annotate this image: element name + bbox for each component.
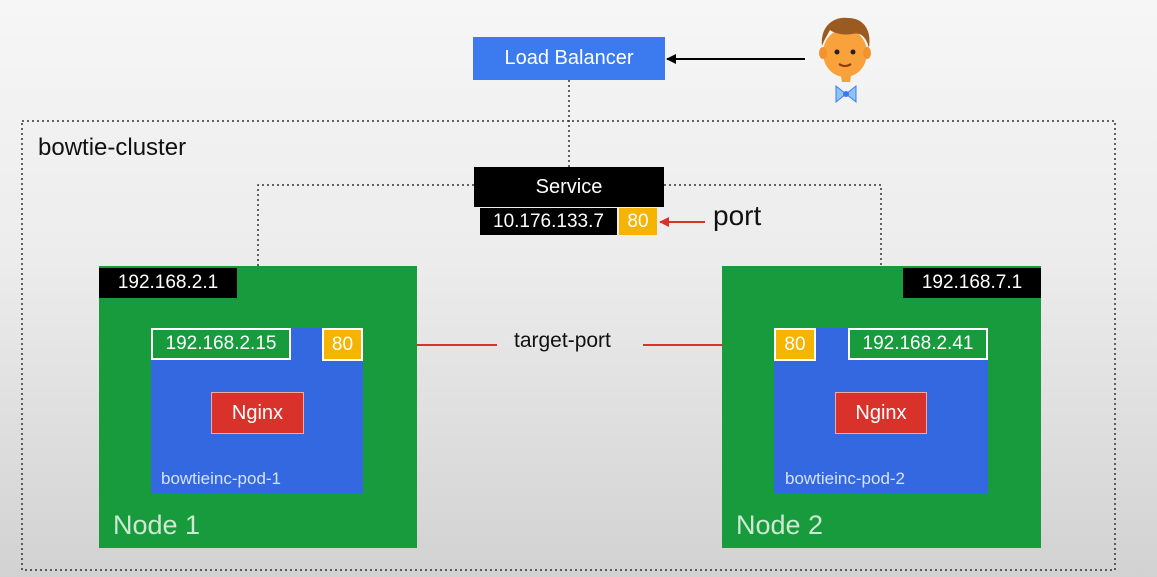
pod-1-nginx: Nginx <box>211 392 304 434</box>
pod-2-name: bowtieinc-pod-2 <box>785 469 906 488</box>
service-ip: 10.176.133.7 <box>480 208 617 235</box>
service-box: Service <box>474 167 664 207</box>
load-balancer: Load Balancer <box>473 37 665 80</box>
node-1: 192.168.2.1 192.168.2.15 80 Nginx bowtie… <box>99 266 417 548</box>
user-with-bowtie-icon <box>819 17 871 104</box>
pod-2-ip: 192.168.2.41 <box>848 328 988 360</box>
node-2-ip: 192.168.7.1 <box>903 268 1041 298</box>
pod-1-ip: 192.168.2.15 <box>151 328 291 360</box>
node-1-name: Node 1 <box>113 510 201 540</box>
service-to-node2-link <box>664 184 882 266</box>
pod-2: 80 192.168.2.41 Nginx bowtieinc-pod-2 <box>774 328 988 493</box>
node-2-name: Node 2 <box>736 510 824 540</box>
pod-1: 192.168.2.15 80 Nginx bowtieinc-pod-1 <box>151 328 363 493</box>
pod-1-name: bowtieinc-pod-1 <box>161 469 282 488</box>
service-port: 80 <box>619 208 657 235</box>
service-to-node1-link <box>257 184 474 266</box>
node-2: 192.168.7.1 80 192.168.2.41 Nginx bowtie… <box>722 266 1041 548</box>
pod-2-nginx: Nginx <box>835 392 927 434</box>
pod-1-port: 80 <box>322 328 363 361</box>
port-label: port <box>713 200 762 231</box>
node-1-ip: 192.168.2.1 <box>99 268 237 298</box>
cluster-label: bowtie-cluster <box>38 134 187 161</box>
target-port-label: target-port <box>514 329 611 352</box>
pod-2-port: 80 <box>774 328 816 361</box>
